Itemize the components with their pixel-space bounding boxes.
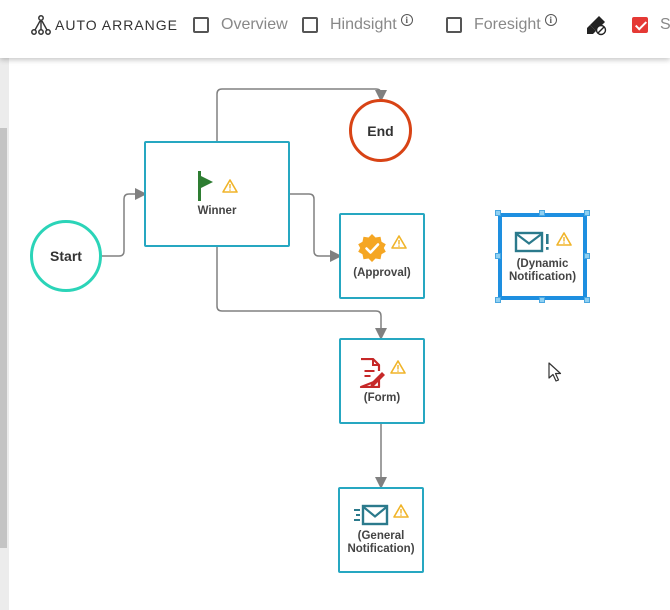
resize-handle-e[interactable] (584, 253, 590, 259)
overview-checkbox[interactable] (193, 17, 209, 33)
scrollbar-thumb[interactable] (0, 128, 7, 548)
foresight-toggle[interactable]: Foresight i (446, 0, 557, 50)
foresight-checkbox[interactable] (446, 17, 462, 33)
general-label-line2: Notification) (347, 543, 415, 555)
resize-handle-nw[interactable] (495, 210, 501, 216)
hindsight-toggle[interactable]: Hindsight i (302, 0, 413, 50)
highlighter-toggle[interactable] (585, 0, 607, 50)
connector-start-winner[interactable] (102, 188, 147, 257)
resize-handle-sw[interactable] (495, 297, 501, 303)
connector-winner-form[interactable] (216, 245, 387, 340)
mail-send-icon (354, 504, 389, 526)
approval-label: (Approval) (353, 266, 411, 279)
resize-handle-se[interactable] (584, 297, 590, 303)
hindsight-checkbox[interactable] (302, 17, 318, 33)
resize-handle-s[interactable] (539, 297, 545, 303)
dynamic-label-line2: Notification) (508, 270, 577, 283)
dynamic-notification-label: (Dynamic Notification) (509, 258, 576, 284)
auto-arrange-label: AUTO ARRANGE (55, 17, 178, 33)
general-notification-node[interactable]: (General Notification) (338, 487, 424, 573)
warning-icon (393, 504, 409, 518)
resize-handle-n[interactable] (539, 210, 545, 216)
mail-alert-icon (514, 231, 549, 252)
start-node[interactable]: Start (30, 220, 102, 292)
auto-arrange-button[interactable]: AUTO ARRANGE (30, 0, 178, 50)
hindsight-info-icon[interactable]: i (400, 14, 413, 26)
resize-handle-w[interactable] (495, 253, 501, 259)
flag-icon (198, 170, 213, 201)
warning-icon (555, 231, 572, 246)
vertical-scrollbar[interactable] (0, 58, 9, 610)
approval-badge-icon (358, 233, 386, 262)
dynamic-label-line1: (Dynamic (516, 257, 569, 270)
winner-label: Winner (197, 204, 237, 217)
start-label: Start (50, 248, 82, 264)
winner-node[interactable]: Winner (144, 141, 290, 247)
foresight-info-icon[interactable]: i (544, 14, 557, 26)
approval-node[interactable]: (Approval) (339, 213, 425, 299)
last-toggle[interactable]: S (632, 0, 670, 50)
general-notification-label: (General Notification) (347, 530, 414, 556)
warning-icon (390, 359, 406, 374)
end-label: End (367, 122, 394, 139)
form-edit-icon (359, 357, 385, 388)
warning-icon (391, 234, 407, 249)
workflow-canvas[interactable] (0, 58, 670, 610)
foresight-label: Foresight (474, 16, 541, 33)
connector-winner-approval[interactable] (289, 193, 342, 262)
last-checkbox-label: S (660, 16, 670, 33)
mouse-pointer-icon (548, 362, 562, 382)
overview-toggle[interactable]: Overview (193, 0, 288, 50)
form-label: (Form) (363, 391, 401, 404)
general-label-line1: (General (357, 530, 405, 542)
hierarchy-icon (31, 15, 51, 35)
dynamic-notification-node[interactable]: (Dynamic Notification) (498, 213, 587, 300)
resize-handle-ne[interactable] (584, 210, 590, 216)
last-checkbox[interactable] (632, 17, 648, 33)
hindsight-label: Hindsight (330, 16, 397, 33)
end-node[interactable]: End (349, 99, 412, 162)
toolbar: AUTO ARRANGE Overview Hindsight i Foresi… (0, 0, 670, 58)
connector-winner-end[interactable] (216, 88, 387, 143)
overview-label: Overview (221, 16, 288, 33)
warning-icon (222, 178, 238, 193)
highlighter-off-icon (587, 16, 607, 36)
form-node[interactable]: (Form) (339, 338, 425, 424)
